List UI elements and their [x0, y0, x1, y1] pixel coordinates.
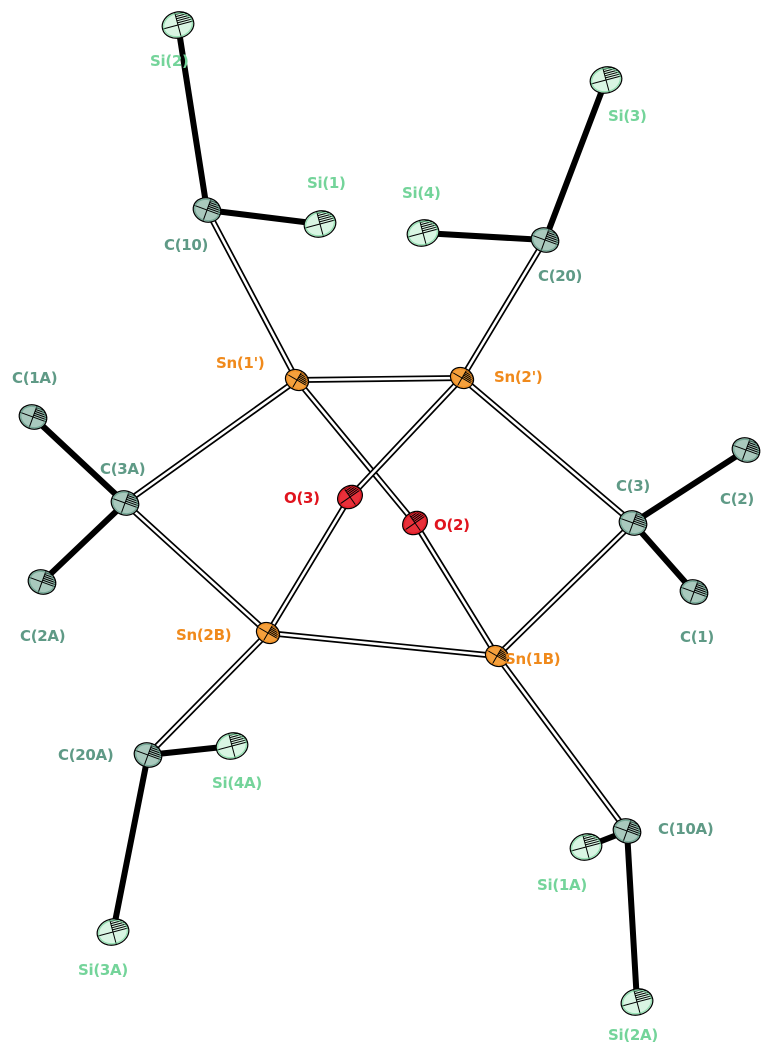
atom-label-si2: Si(2): [150, 52, 189, 70]
bond-o3-sn2b: [265, 494, 353, 636]
atom-label-c20: C(20): [538, 267, 582, 285]
bond-sn2p-c3: [459, 375, 636, 526]
atom-sn2b: [255, 621, 281, 645]
atom-label-c1a: C(1A): [12, 369, 57, 387]
bond-sn2b-sn1b: [265, 630, 500, 659]
atom-label-c10: C(10): [164, 236, 208, 254]
atom-label-si2a: Si(2A): [608, 1026, 658, 1044]
bond-c3-c1: [630, 520, 697, 595]
atom-label-si4: Si(4): [402, 184, 441, 202]
bond-c3-sn1b: [494, 520, 636, 659]
atom-c1: [679, 579, 709, 605]
atom-si1: [303, 210, 337, 238]
atoms-layer: [18, 11, 761, 1016]
atom-label-c20a: C(20A): [58, 746, 113, 764]
atom-c3: [618, 510, 648, 536]
atom-o2: [402, 510, 428, 536]
atom-c1a: [18, 404, 48, 430]
bond-c3a-c2a: [39, 500, 128, 585]
atom-si3a: [96, 918, 130, 946]
bond-sn1p-c10: [204, 207, 300, 383]
atom-label-si1: Si(1): [307, 174, 346, 192]
atom-label-c3a: C(3A): [100, 460, 145, 478]
atom-label-si3: Si(3): [608, 107, 647, 125]
atom-sn1b: [484, 644, 510, 668]
bond-c3a-c1a: [30, 414, 128, 506]
bond-sn2p-o3: [347, 375, 465, 500]
atom-label-o3: O(3): [284, 489, 320, 507]
atom-label-c2: C(2): [720, 490, 754, 508]
atom-si2: [161, 11, 195, 39]
bond-c10-si2: [175, 22, 210, 213]
bond-sn2p-c20: [459, 237, 548, 381]
atom-sn2p: [449, 366, 475, 390]
atom-label-c1: C(1): [680, 628, 714, 646]
atom-c3a: [110, 490, 140, 516]
atom-c10a: [612, 818, 642, 844]
atom-c2a: [27, 569, 57, 595]
bond-c20-si4: [420, 230, 548, 243]
bond-sn1p-o2: [294, 377, 418, 526]
atom-label-sn1b: Sn(1B): [505, 650, 560, 668]
bond-sn2b-c20a: [145, 630, 271, 758]
bond-c10-si1: [204, 207, 323, 227]
atom-label-si4a: Si(4A): [212, 774, 262, 792]
atom-label-c3: C(3): [616, 477, 650, 495]
atom-o3: [337, 484, 363, 510]
bond-c20a-si3a: [110, 752, 151, 935]
bond-c20-si3: [542, 77, 609, 243]
atom-si1a: [569, 833, 603, 861]
labels-layer: Sn(1') Sn(2') Sn(2B) Sn(1B) O(3) O(2) C(…: [12, 52, 754, 1044]
atom-label-si1a: Si(1A): [537, 876, 587, 894]
bond-sn1p-sn2p: [294, 375, 465, 383]
atom-c2: [731, 437, 761, 463]
atom-si2a: [620, 988, 654, 1016]
atom-sn1p: [284, 368, 310, 392]
bond-c3-c2: [630, 447, 749, 526]
atom-label-sn1p: Sn(1'): [216, 354, 264, 372]
atom-label-si3a: Si(3A): [78, 961, 128, 979]
atom-si4: [406, 219, 440, 247]
bond-sn1p-c3a: [122, 377, 300, 506]
bond-o2-sn1b: [412, 520, 500, 659]
atom-si3: [589, 66, 623, 94]
bond-sn1b-c10a: [494, 653, 630, 834]
atom-si4a: [215, 732, 249, 760]
atom-label-sn2p: Sn(2'): [494, 368, 542, 386]
atom-label-sn2b: Sn(2B): [176, 626, 231, 644]
atom-c10: [192, 197, 222, 223]
atom-label-c10a: C(10A): [658, 820, 713, 838]
bond-c10a-si2a: [624, 828, 640, 1005]
atom-label-c2a: C(2A): [20, 627, 65, 645]
bond-c3a-sn2b: [122, 500, 271, 636]
atom-c20a: [133, 742, 163, 768]
atom-label-o2: O(2): [434, 516, 470, 534]
atom-c20: [530, 227, 560, 253]
